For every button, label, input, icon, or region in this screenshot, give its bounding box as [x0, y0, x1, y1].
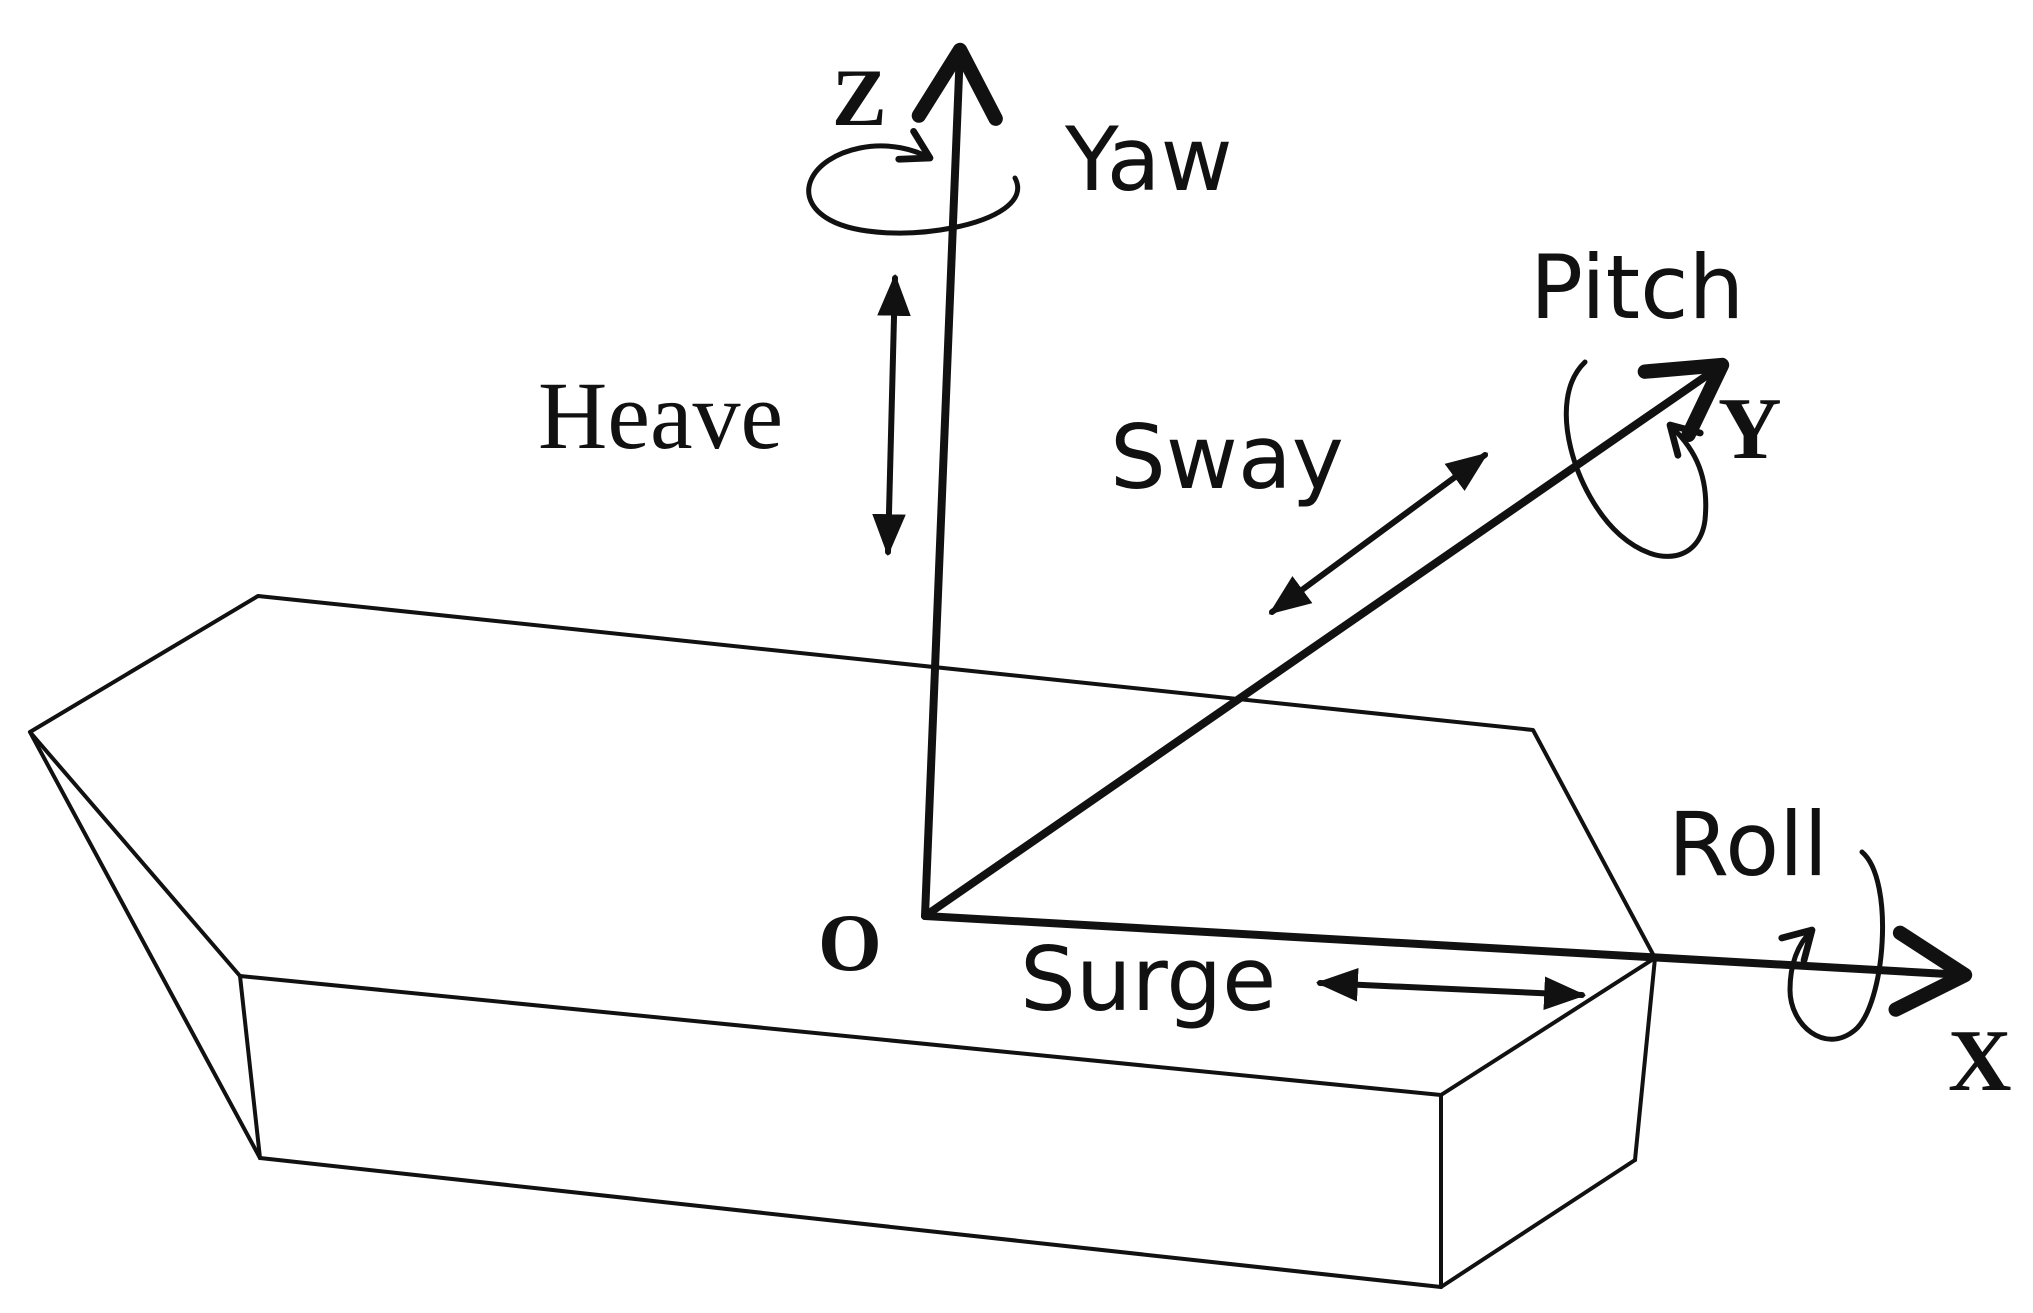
- hull-stern-corner: [1633, 956, 1657, 1162]
- pitch-rotation-arrow: [1563, 359, 1709, 559]
- yaw-rotation-arrow: [806, 128, 1021, 236]
- origin-label: O: [818, 897, 882, 988]
- hull-stern-bottom: [1439, 1158, 1637, 1289]
- heave-arrow: [872, 273, 911, 557]
- roll-label: Roll: [1668, 793, 1828, 896]
- translation-arrows: [872, 273, 1587, 1011]
- x-axis-label: X: [1948, 1013, 2012, 1110]
- y-axis: [921, 357, 1730, 920]
- z-axis: [911, 42, 1003, 920]
- hull-deck: [28, 594, 1657, 1097]
- roll-rotation-arrow: [1778, 849, 1885, 1042]
- yaw-label: Yaw: [1064, 108, 1233, 211]
- sway-arrow: [1268, 452, 1489, 615]
- hull-bottom-edge: [258, 1156, 1443, 1289]
- hull-front-vertical: [238, 974, 262, 1160]
- y-axis-label: Y: [1718, 381, 1782, 478]
- rotation-arrows: [806, 128, 1885, 1042]
- pitch-label: Pitch: [1530, 236, 1744, 339]
- surge-label: Surge: [1020, 928, 1276, 1031]
- z-axis-label: Z: [832, 52, 887, 143]
- hull-bow-edge: [28, 730, 262, 1160]
- surge-arrow: [1315, 967, 1587, 1011]
- heave-label: Heave: [538, 362, 783, 469]
- sway-label: Sway: [1110, 406, 1344, 509]
